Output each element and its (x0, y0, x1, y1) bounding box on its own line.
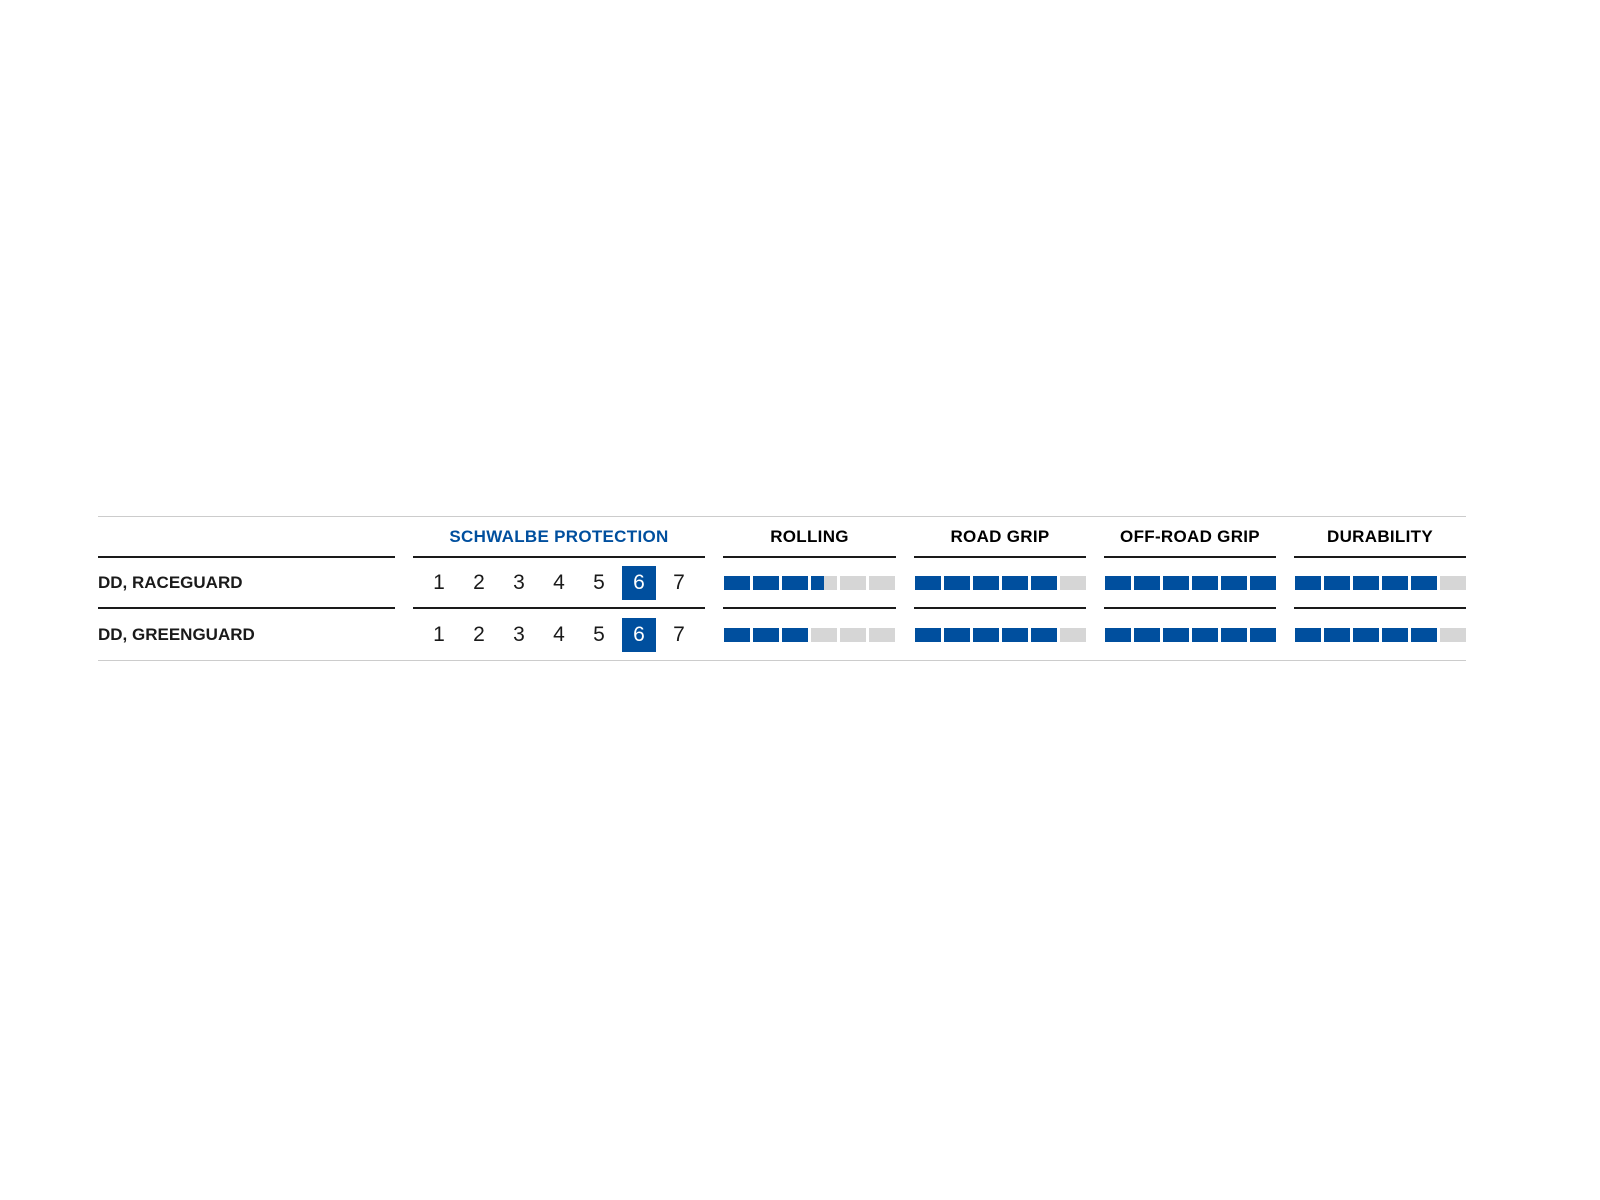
rating-bar-rolling (724, 575, 895, 590)
rating-segment (1104, 575, 1131, 590)
rating-segment (1191, 575, 1218, 590)
rating-cell-offroad-grip (1104, 609, 1276, 660)
rating-segment (753, 575, 779, 590)
rating-segment (753, 627, 779, 642)
rating-segment (1059, 575, 1086, 590)
offroad-grip-header-label: OFF-ROAD GRIP (1120, 526, 1260, 546)
rating-segment (1162, 575, 1189, 590)
protection-level-3: 3 (513, 570, 525, 594)
rating-bar-offroad-grip (1104, 627, 1276, 642)
rating-segment (1133, 627, 1160, 642)
rating-segment (869, 575, 895, 590)
rating-segment (914, 627, 941, 642)
rating-bar-rolling (724, 627, 895, 642)
rolling-header-label: ROLLING (770, 526, 849, 546)
durability-header-label: DURABILITY (1327, 526, 1433, 546)
protection-level-5: 5 (593, 622, 605, 646)
rating-segment (724, 575, 750, 590)
protection-level-3: 3 (513, 622, 525, 646)
rating-bar-road-grip (914, 627, 1086, 642)
row-name-cell: DD, GREENGUARD (98, 609, 395, 660)
protection-header-label: SCHWALBE PROTECTION (449, 526, 669, 546)
rating-segment (972, 575, 999, 590)
rating-bar-durability (1294, 575, 1466, 590)
protection-level-7: 7 (673, 570, 685, 594)
protection-level-6-active: 6 (622, 565, 656, 600)
rating-segment (840, 627, 866, 642)
rating-segment (1001, 575, 1028, 590)
protection-level-1: 1 (433, 622, 445, 646)
rating-segment (1001, 627, 1028, 642)
protection-level-4: 4 (553, 622, 565, 646)
rating-cell-offroad-grip (1104, 558, 1276, 609)
row-name: DD, RACEGUARD (98, 572, 243, 592)
column-header-rolling-cell: ROLLING (723, 517, 896, 558)
rating-segment (972, 627, 999, 642)
rating-segment (840, 575, 866, 590)
rating-cell-rolling (723, 558, 896, 609)
row-name-cell: DD, RACEGUARD (98, 558, 395, 609)
protection-level-2: 2 (473, 622, 485, 646)
rating-segment (1191, 627, 1218, 642)
header-empty-cell (98, 517, 395, 558)
column-header-offroad-grip-cell: OFF-ROAD GRIP (1104, 517, 1276, 558)
tire-spec-table: SCHWALBE PROTECTION ROLLING ROAD GRIP OF… (98, 516, 1466, 661)
rating-segment (1439, 627, 1466, 642)
rating-segment (1410, 575, 1437, 590)
rating-segment (1323, 627, 1350, 642)
rating-segment (1249, 575, 1276, 590)
rating-segment (1030, 575, 1057, 590)
rating-segment (1352, 627, 1379, 642)
column-header-road-grip-cell: ROAD GRIP (914, 517, 1086, 558)
rating-segment (811, 575, 837, 590)
rating-bar-durability (1294, 627, 1466, 642)
rating-segment (914, 575, 941, 590)
protection-level-1: 1 (433, 570, 445, 594)
column-header-protection-cell: SCHWALBE PROTECTION (413, 517, 705, 558)
rating-segment (1294, 575, 1321, 590)
rating-cell-durability (1294, 609, 1466, 660)
protection-level-7: 7 (673, 622, 685, 646)
rating-segment (1352, 575, 1379, 590)
row-name: DD, GREENGUARD (98, 624, 255, 644)
protection-level-4: 4 (553, 570, 565, 594)
rating-segment (1410, 627, 1437, 642)
protection-level-5: 5 (593, 570, 605, 594)
rating-cell-rolling (723, 609, 896, 660)
rating-segment (1030, 627, 1057, 642)
column-header-durability-cell: DURABILITY (1294, 517, 1466, 558)
rating-segment (782, 627, 808, 642)
rating-bar-road-grip (914, 575, 1086, 590)
rating-segment (1294, 627, 1321, 642)
rating-segment (943, 627, 970, 642)
rating-segment (1249, 627, 1276, 642)
rating-segment (1220, 627, 1247, 642)
rating-segment (1059, 627, 1086, 642)
rating-segment (811, 627, 837, 642)
rating-cell-road-grip (914, 558, 1086, 609)
rating-segment (1439, 575, 1466, 590)
rating-segment (1381, 627, 1408, 642)
rating-segment (724, 627, 750, 642)
rating-cell-road-grip (914, 609, 1086, 660)
rating-segment (1133, 575, 1160, 590)
rating-segment (1381, 575, 1408, 590)
rating-segment (782, 575, 808, 590)
rating-segment (1323, 575, 1350, 590)
rating-segment (1104, 627, 1131, 642)
rating-cell-durability (1294, 558, 1466, 609)
rating-segment (1162, 627, 1189, 642)
protection-level-6-active: 6 (622, 617, 656, 652)
rating-segment (1220, 575, 1247, 590)
rating-segment (943, 575, 970, 590)
rating-bar-offroad-grip (1104, 575, 1276, 590)
protection-level-2: 2 (473, 570, 485, 594)
road-grip-header-label: ROAD GRIP (950, 526, 1050, 546)
rating-segment (869, 627, 895, 642)
